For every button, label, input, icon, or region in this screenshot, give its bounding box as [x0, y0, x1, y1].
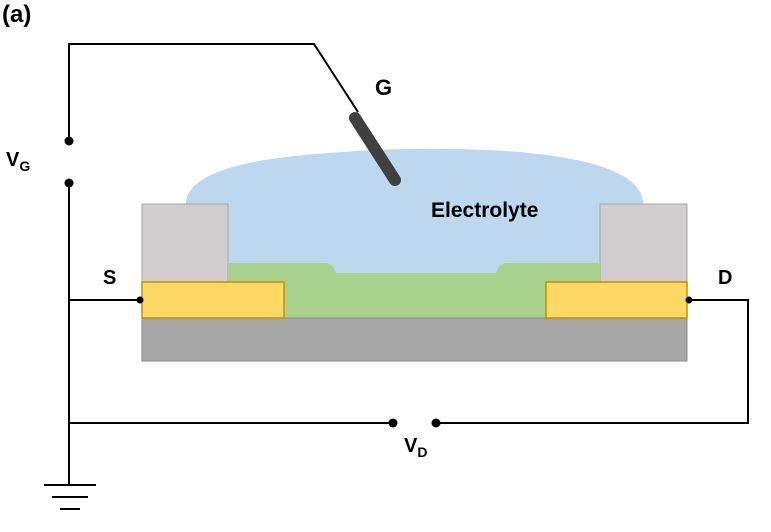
substrate: [141, 317, 688, 362]
gate-electrode: [349, 112, 401, 186]
source-electrode: [141, 281, 285, 319]
vg-terminal-top: [64, 136, 74, 146]
insulator-right: [599, 203, 688, 283]
source-contact-dot: [136, 296, 144, 304]
vd-terminal-left: [388, 418, 398, 428]
ground-icon: [44, 484, 96, 510]
vd-label: VD: [404, 435, 427, 460]
vg-label-sub: G: [19, 158, 30, 174]
vg-label-main: V: [6, 149, 20, 171]
insulator-left: [141, 203, 229, 283]
panel-label: (a): [2, 1, 31, 28]
gate-wire: [68, 43, 359, 141]
vd-label-main: V: [404, 435, 418, 457]
drain-electrode: [545, 281, 688, 319]
source-label: S: [103, 267, 116, 289]
vg-label: VG: [6, 149, 30, 174]
electrolyte-droplet: [186, 148, 643, 280]
electrolyte-label: Electrolyte: [431, 199, 538, 222]
gate-label: G: [375, 75, 392, 100]
drain-label: D: [718, 267, 732, 289]
semiconductor-channel: [228, 263, 600, 318]
drain-contact-dot: [685, 296, 693, 304]
vd-label-sub: D: [417, 444, 427, 460]
vd-wire-right: [436, 299, 749, 424]
